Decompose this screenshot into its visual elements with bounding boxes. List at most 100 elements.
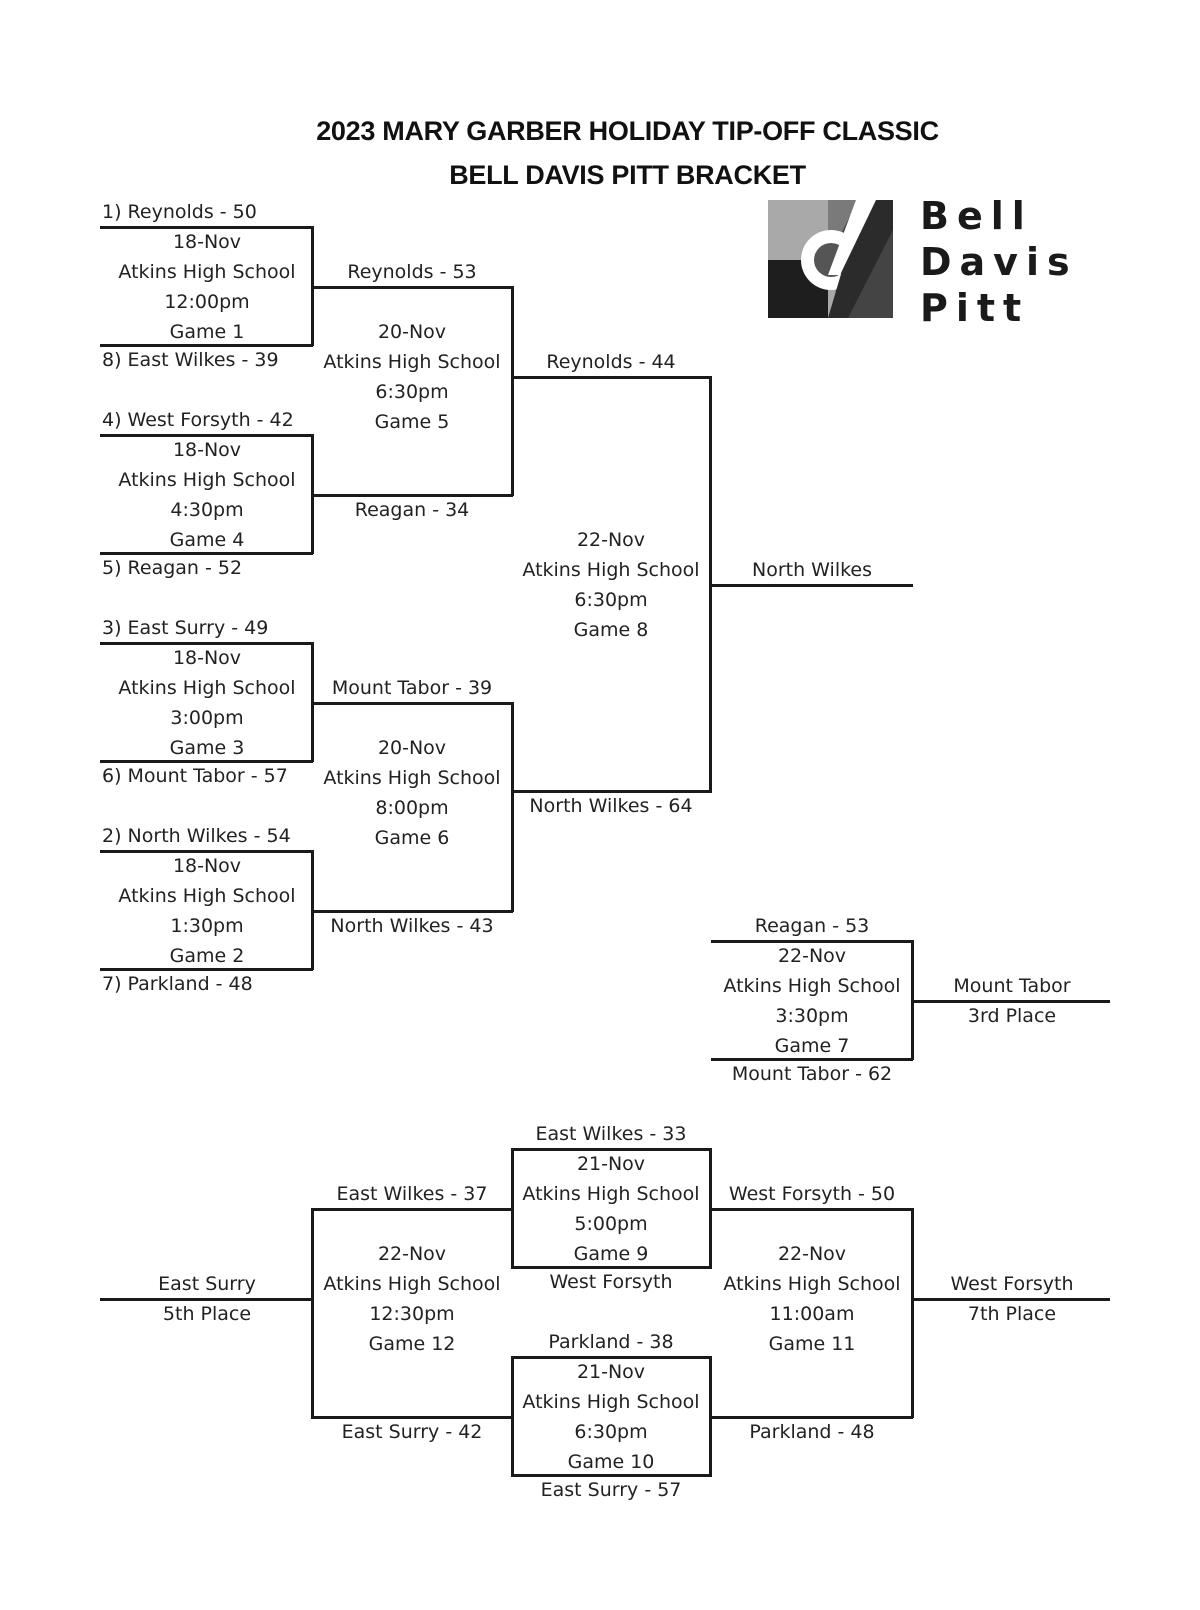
bracket-line xyxy=(513,790,712,793)
game11-number: Game 11 xyxy=(768,1333,856,1355)
game6-number: Game 6 xyxy=(374,827,450,849)
bracket-line xyxy=(711,1058,913,1061)
game3-number: Game 3 xyxy=(169,737,245,759)
bracket-line xyxy=(511,1474,712,1477)
game6-team-b: North Wilkes - 43 xyxy=(330,915,494,937)
game12-time: 12:30pm xyxy=(369,1303,455,1325)
game2-number: Game 2 xyxy=(169,945,245,967)
game9-team-a: East Wilkes - 33 xyxy=(535,1123,687,1145)
game1-number: Game 1 xyxy=(169,321,245,343)
game6-team-a: Mount Tabor - 39 xyxy=(331,677,493,699)
bracket-line xyxy=(311,850,314,970)
game5-team-b: Reagan - 34 xyxy=(354,499,470,521)
game3-venue: Atkins High School xyxy=(118,677,296,699)
bracket-line xyxy=(100,1298,313,1301)
seed-8-east-wilkes: 8) East Wilkes - 39 xyxy=(102,349,279,371)
bracket-line xyxy=(100,760,313,763)
bracket-line xyxy=(313,702,513,705)
game8-team-b: North Wilkes - 64 xyxy=(529,795,693,817)
bracket-line xyxy=(100,850,313,853)
bracket-line xyxy=(511,1266,712,1269)
seventh-place-label: 7th Place xyxy=(967,1303,1057,1325)
bracket-line xyxy=(100,968,313,971)
bracket-line xyxy=(709,1148,712,1268)
bracket-line xyxy=(709,1356,712,1476)
bracket-line xyxy=(100,552,313,555)
game1-venue: Atkins High School xyxy=(118,261,296,283)
game9-time: 5:00pm xyxy=(574,1213,648,1235)
bracket-title: 2023 MARY GARBER HOLIDAY TIP-OFF CLASSIC xyxy=(316,116,939,146)
game7-number: Game 7 xyxy=(774,1035,850,1057)
third-place-winner: Mount Tabor xyxy=(953,975,1071,997)
bracket-line xyxy=(709,376,712,792)
game11-time: 11:00am xyxy=(769,1303,855,1325)
game12-venue: Atkins High School xyxy=(323,1273,501,1295)
game6-date: 20-Nov xyxy=(377,737,447,759)
game11-venue: Atkins High School xyxy=(723,1273,901,1295)
bracket-line xyxy=(711,940,913,943)
bracket-line xyxy=(513,376,712,379)
bracket-line xyxy=(100,226,313,229)
game2-date: 18-Nov xyxy=(172,855,242,877)
game8-number: Game 8 xyxy=(573,619,649,641)
game10-date: 21-Nov xyxy=(576,1361,646,1383)
bracket-line xyxy=(100,434,313,437)
seed-5-reagan: 5) Reagan - 52 xyxy=(102,557,243,579)
bracket-line xyxy=(911,1208,914,1418)
game7-date: 22-Nov xyxy=(777,945,847,967)
bracket-line xyxy=(100,642,313,645)
bracket-line xyxy=(913,1298,1110,1301)
fifth-place-winner: East Surry xyxy=(158,1273,256,1295)
game10-team-a: Parkland - 38 xyxy=(548,1331,674,1353)
game7-team-b: Mount Tabor - 62 xyxy=(731,1063,893,1085)
fifth-place-label: 5th Place xyxy=(162,1303,252,1325)
bracket-line xyxy=(311,434,314,554)
game5-venue: Atkins High School xyxy=(323,351,501,373)
game12-team-b: East Surry - 42 xyxy=(341,1421,483,1443)
game12-team-a: East Wilkes - 37 xyxy=(336,1183,488,1205)
game5-time: 6:30pm xyxy=(375,381,449,403)
game8-venue: Atkins High School xyxy=(522,559,700,581)
game8-time: 6:30pm xyxy=(574,589,648,611)
bracket-line xyxy=(913,1000,1110,1003)
bracket-line xyxy=(313,910,513,913)
game11-team-b: Parkland - 48 xyxy=(749,1421,875,1443)
bracket-line xyxy=(100,344,313,347)
game1-time: 12:00pm xyxy=(164,291,250,313)
bracket-line xyxy=(311,642,314,762)
game12-date: 22-Nov xyxy=(377,1243,447,1265)
bracket-line xyxy=(511,702,514,912)
seed-2-north-wilkes: 2) North Wilkes - 54 xyxy=(102,825,291,847)
game11-date: 22-Nov xyxy=(777,1243,847,1265)
bracket-subtitle: BELL DAVIS PITT BRACKET xyxy=(449,160,806,190)
game4-time: 4:30pm xyxy=(170,499,244,521)
game3-date: 18-Nov xyxy=(172,647,242,669)
bracket-line xyxy=(511,1356,712,1359)
game9-venue: Atkins High School xyxy=(522,1183,700,1205)
bracket-line xyxy=(311,226,314,346)
bracket-line xyxy=(911,940,914,1060)
logo-word-bell: Bell xyxy=(920,194,1033,238)
champion-name: North Wilkes xyxy=(751,559,873,581)
game10-team-b: East Surry - 57 xyxy=(540,1479,682,1501)
game1-date: 18-Nov xyxy=(172,231,242,253)
game10-venue: Atkins High School xyxy=(522,1391,700,1413)
game6-time: 8:00pm xyxy=(375,797,449,819)
game7-venue: Atkins High School xyxy=(723,975,901,997)
bracket-line xyxy=(711,1416,913,1419)
game8-date: 22-Nov xyxy=(576,529,646,551)
game5-team-a: Reynolds - 53 xyxy=(347,261,477,283)
logo-word-davis: Davis xyxy=(920,240,1078,284)
game10-time: 6:30pm xyxy=(574,1421,648,1443)
bracket-line xyxy=(311,1208,513,1211)
logo-word-pitt: Pitt xyxy=(920,286,1030,330)
bracket-line xyxy=(311,1416,513,1419)
game4-number: Game 4 xyxy=(169,529,245,551)
game5-date: 20-Nov xyxy=(377,321,447,343)
seed-1-reynolds: 1) Reynolds - 50 xyxy=(102,201,257,223)
seventh-place-winner: West Forsyth xyxy=(950,1273,1074,1295)
game7-team-a: Reagan - 53 xyxy=(754,915,870,937)
seed-7-parkland: 7) Parkland - 48 xyxy=(102,973,253,995)
game7-time: 3:30pm xyxy=(775,1005,849,1027)
game8-team-a: Reynolds - 44 xyxy=(546,351,676,373)
